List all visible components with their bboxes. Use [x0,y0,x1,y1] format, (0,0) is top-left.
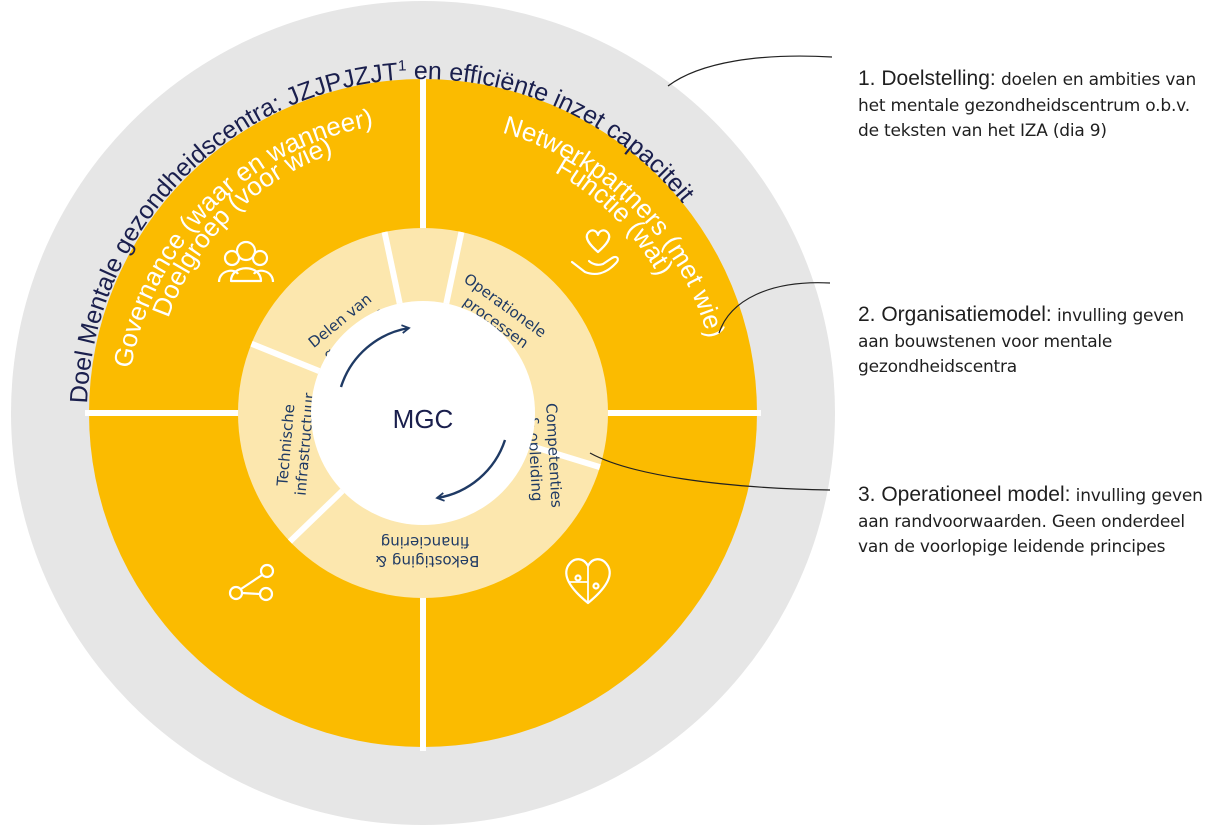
annotation-doelstelling: 1. Doelstelling: doelen en ambities van … [858,64,1203,143]
annotation-organisatiemodel: 2. Organisatiemodel: invulling geven aan… [858,300,1203,379]
annotation-title: 3. Operationeel model: [858,483,1071,506]
puzzle-heart-icon [565,558,611,605]
annotation-title: 1. Doelstelling: [858,67,996,90]
annotation-description: invulling geven aan bouwstenen voor ment… [858,306,1185,377]
cycle-arrow-bottom [435,439,507,502]
leader-line-operationeel [589,452,831,491]
inner-segment-divider [287,488,345,544]
inner-segment-divider [381,231,403,305]
people-icon [217,240,275,283]
center-label: MGC [393,404,454,434]
inner-segment-divider [250,340,321,374]
inner-segment-divider [529,442,601,470]
inner-ring-dividers [250,231,601,544]
leader-line-organisatiemodel [718,282,831,334]
heart-hand-icon [570,229,619,275]
annotation-description: invulling geven aan randvoorwaarden. Gee… [858,486,1203,557]
leader-line-doelstelling [667,55,833,87]
cycle-arrow-top [339,324,411,388]
inner-segment-divider [443,231,465,305]
annotation-description: doelen en ambities van het mentale gezon… [858,70,1197,141]
annotation-operationeel-model: 3. Operationeel model: invulling geven a… [858,480,1203,559]
network-icon [228,563,275,602]
center-circle [311,301,535,525]
annotation-title: 2. Organisatiemodel: [858,303,1052,326]
inner-segment-bekostiging-financiering: Bekostiging & financiering [371,533,480,570]
